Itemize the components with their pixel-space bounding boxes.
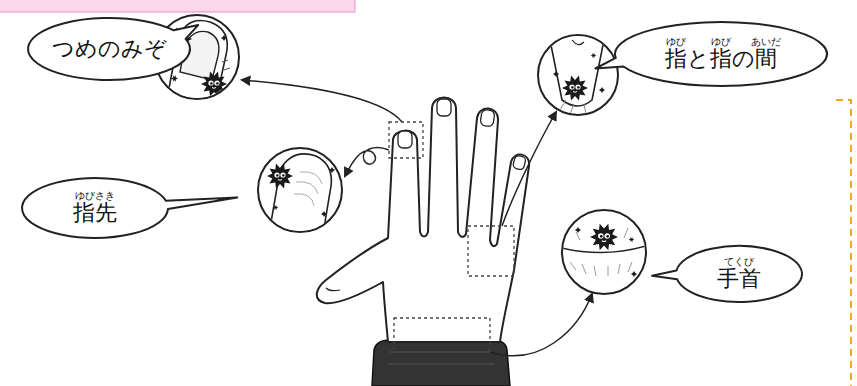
hand-outline	[317, 98, 529, 343]
focus-box	[389, 122, 514, 352]
magnified-view	[258, 148, 342, 240]
bubble-text: 指と指の間	[665, 47, 777, 71]
sleeve	[372, 340, 510, 386]
furigana: てくび	[724, 257, 754, 267]
magnified-view	[562, 210, 646, 294]
speech-bubble: 指先	[22, 178, 168, 238]
speech-bubble: 指と指の間	[615, 22, 827, 86]
furigana: あいだ	[751, 37, 781, 47]
leader-arrow	[242, 80, 592, 356]
speech-bubble: つめのみぞ	[28, 18, 190, 80]
header-band	[0, 0, 355, 12]
bubble-text: つめのみぞ	[52, 37, 167, 61]
magnified-view	[538, 30, 618, 115]
furigana: ゆびさき	[75, 191, 115, 201]
bubble-text: 手首	[717, 267, 761, 291]
furigana: ゆび	[711, 37, 731, 47]
furigana: ゆび	[666, 37, 686, 47]
bubble-text: 指先	[73, 201, 117, 225]
speech-bubble: 手首	[676, 246, 802, 302]
fingernails	[398, 99, 526, 170]
frame-edge	[836, 100, 851, 386]
